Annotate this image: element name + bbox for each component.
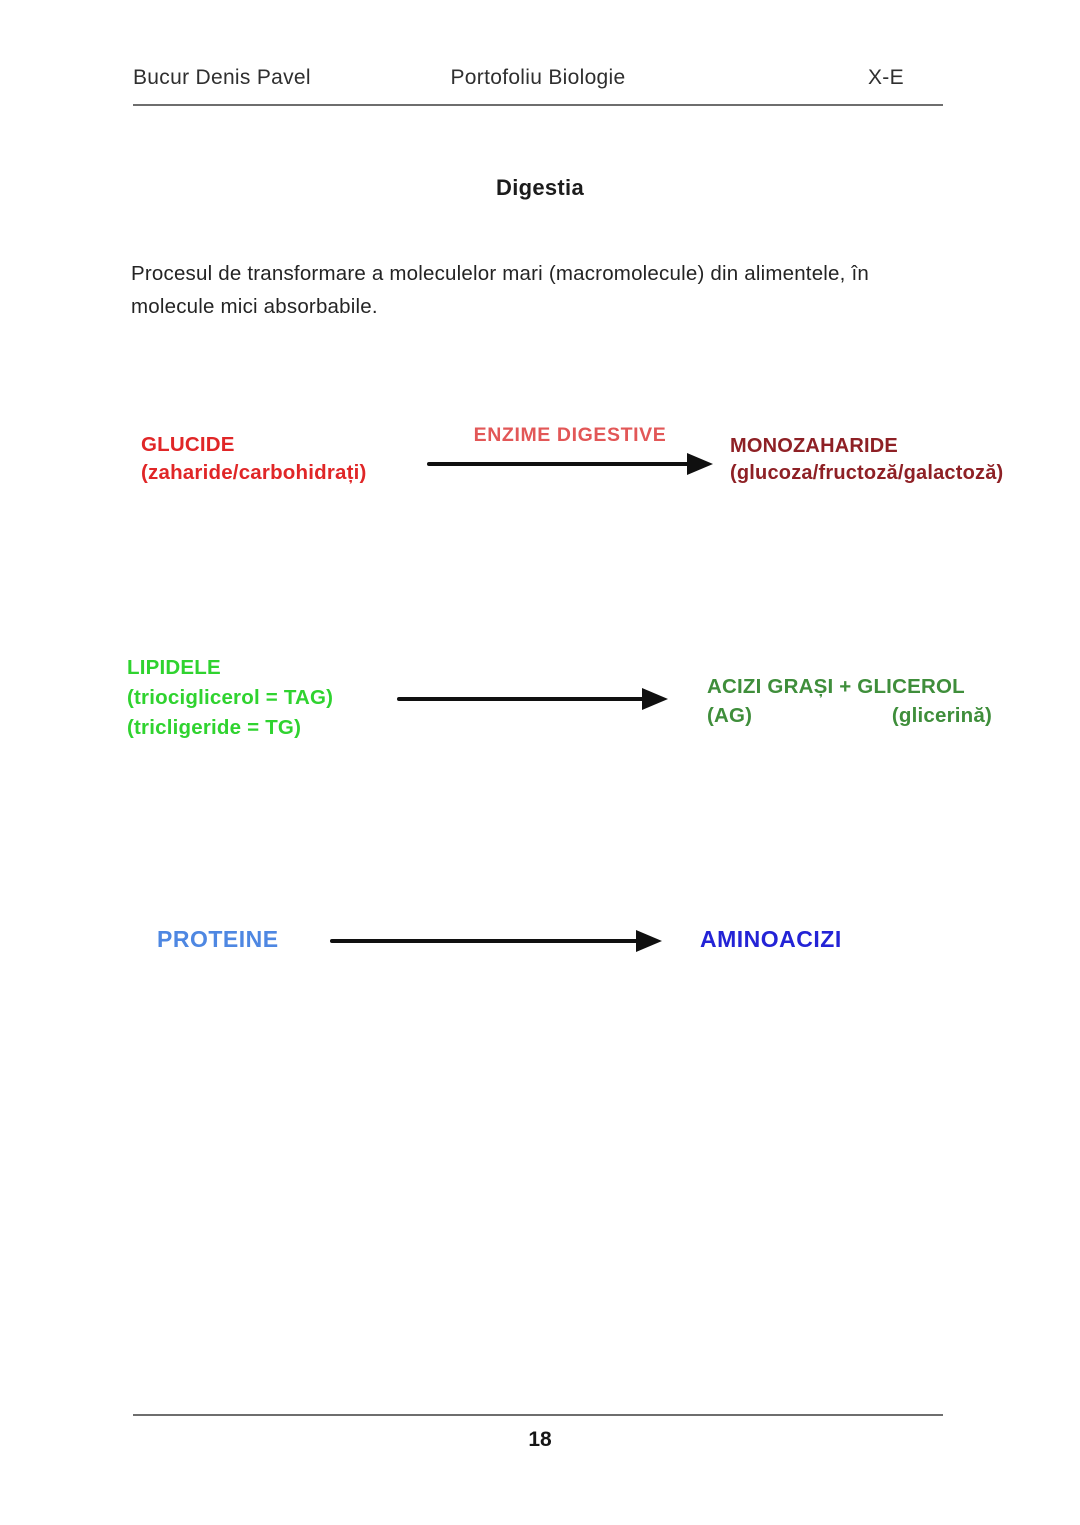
reaction-carbs-substrate-name: GLUCIDE <box>141 433 235 456</box>
reaction-lipids-product-name: ACIZI GRAȘI + GLICEROL <box>707 675 965 698</box>
header-author: Bucur Denis Pavel <box>133 66 311 89</box>
reaction-proteins-product: AMINOACIZI <box>700 926 842 952</box>
reaction-carbs-enzyme-label: ENZIME DIGESTIVE <box>473 424 667 446</box>
intro-line-2: molecule mici absorbabile. <box>131 295 378 318</box>
reaction-lipids-substrate: LIPIDELE (triociglicerol = TAG) (triclig… <box>127 653 333 743</box>
footer-divider <box>133 1414 943 1416</box>
reaction-lipids-product-abbrev-row: (AG) (glicerină) <box>707 701 992 730</box>
arrow-shaft <box>427 462 691 466</box>
header-class-label: X-E <box>868 66 904 89</box>
reaction-proteins-arrow <box>330 929 662 953</box>
reaction-lipids-substrate-name: LIPIDELE <box>127 656 221 679</box>
reaction-carbs-product-name: MONOZAHARIDE <box>730 435 898 457</box>
arrow-shaft <box>397 697 646 701</box>
reaction-carbs-substrate-synonyms: (zaharide/carbohidrați) <box>141 461 367 484</box>
reaction-lipids-substrate-synonym-2: (tricligeride = TG) <box>127 716 302 739</box>
header-divider <box>133 104 943 106</box>
arrow-head-icon <box>642 688 668 710</box>
reaction-lipids-product-abbrev-right: (glicerină) <box>891 704 992 727</box>
page-title: Digestia <box>496 175 584 200</box>
arrow-head-icon <box>687 453 713 475</box>
reaction-lipids-arrow <box>397 687 668 711</box>
reaction-carbs-substrate: GLUCIDE (zaharide/carbohidrați) <box>141 431 367 487</box>
reaction-lipids-product: ACIZI GRAȘI + GLICEROL (AG) (glicerină) <box>707 672 992 730</box>
reaction-lipids-substrate-synonym-1: (triociglicerol = TAG) <box>127 686 334 709</box>
intro-line-1: Procesul de transformare a moleculelor m… <box>131 262 869 285</box>
intro-paragraph: Procesul de transformare a moleculelor m… <box>131 257 971 323</box>
reaction-proteins-substrate: PROTEINE <box>157 926 279 952</box>
arrow-head-icon <box>636 930 662 952</box>
arrow-shaft <box>330 939 640 943</box>
reaction-carbs-product-examples: (glucoza/fructoză/galactoză) <box>730 462 1004 484</box>
reaction-lipids-product-abbrev-left: (AG) <box>707 704 753 727</box>
reaction-carbs-arrow <box>427 452 713 476</box>
header-document-title: Portofoliu Biologie <box>450 66 626 89</box>
page-number: 18 <box>528 1428 552 1451</box>
reaction-carbs-product: MONOZAHARIDE (glucoza/fructoză/galactoză… <box>730 433 1003 487</box>
